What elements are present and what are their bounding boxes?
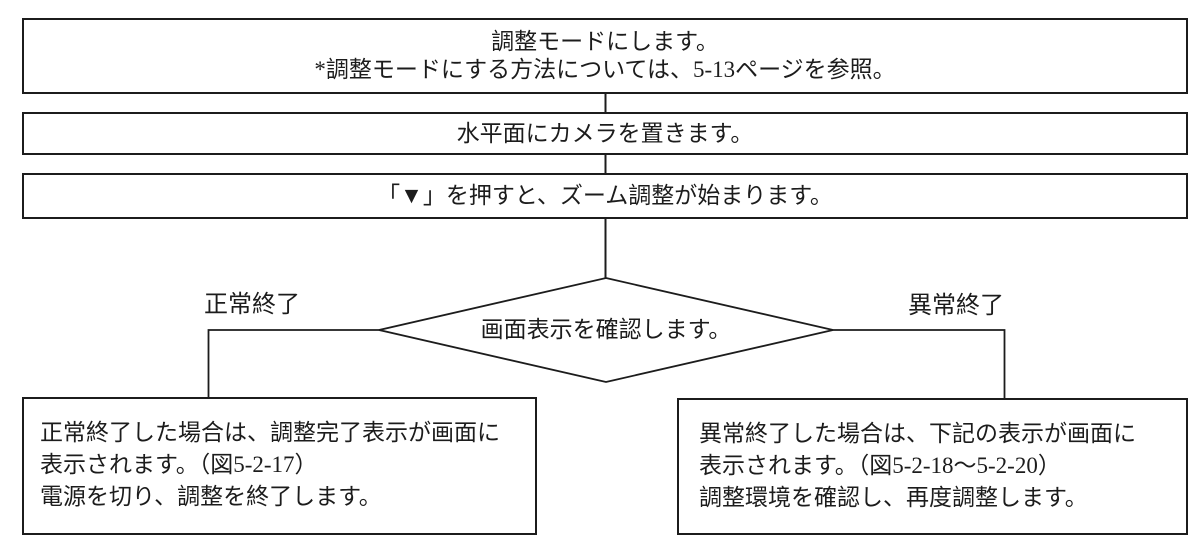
- step-box-place-camera: 水平面にカメラを置きます。: [22, 112, 1188, 155]
- branch-left-connector: [207, 329, 379, 397]
- step-box-adjust-mode: 調整モードにします。 *調整モードにする方法については、5-13ページを参照。: [22, 18, 1188, 94]
- result-left-line1: 正常終了した場合は、調整完了表示が画面に: [40, 420, 500, 445]
- result-box-abnormal-end: 異常終了した場合は、下記の表示が画面に 表示されます。（図5-2-18～5-2-…: [677, 398, 1188, 535]
- step1-text-line2: *調整モードにする方法については、5-13ページを参照。: [314, 57, 896, 82]
- step-box-press-down-button: 「▼」を押すと、ズーム調整が始まります。: [22, 173, 1188, 219]
- step2-text: 水平面にカメラを置きます。: [456, 120, 754, 146]
- branch-right-connector: [833, 329, 1006, 398]
- decision-text: 画面表示を確認します。: [480, 317, 732, 342]
- result-left-line2: 表示されます。（図5-2-17）: [40, 452, 318, 477]
- result-left-line3: 電源を切り、調整を終了します。: [40, 484, 382, 509]
- result-right-line3: 調整環境を確認し、再度調整します。: [699, 485, 1088, 510]
- branch-label-normal-end: 正常終了: [204, 292, 300, 318]
- step1-text-line1: 調整モードにします。: [491, 29, 719, 54]
- result-right-line1: 異常終了した場合は、下記の表示が画面に: [699, 421, 1136, 446]
- step3-text: 「▼」を押すと、ズーム調整が始まります。: [377, 183, 833, 208]
- result-box-normal-end: 正常終了した場合は、調整完了表示が画面に 表示されます。（図5-2-17） 電源…: [22, 397, 537, 535]
- branch-label-abnormal-end: 異常終了: [908, 293, 1004, 319]
- result-right-line2: 表示されます。（図5-2-18～5-2-20）: [699, 453, 1061, 478]
